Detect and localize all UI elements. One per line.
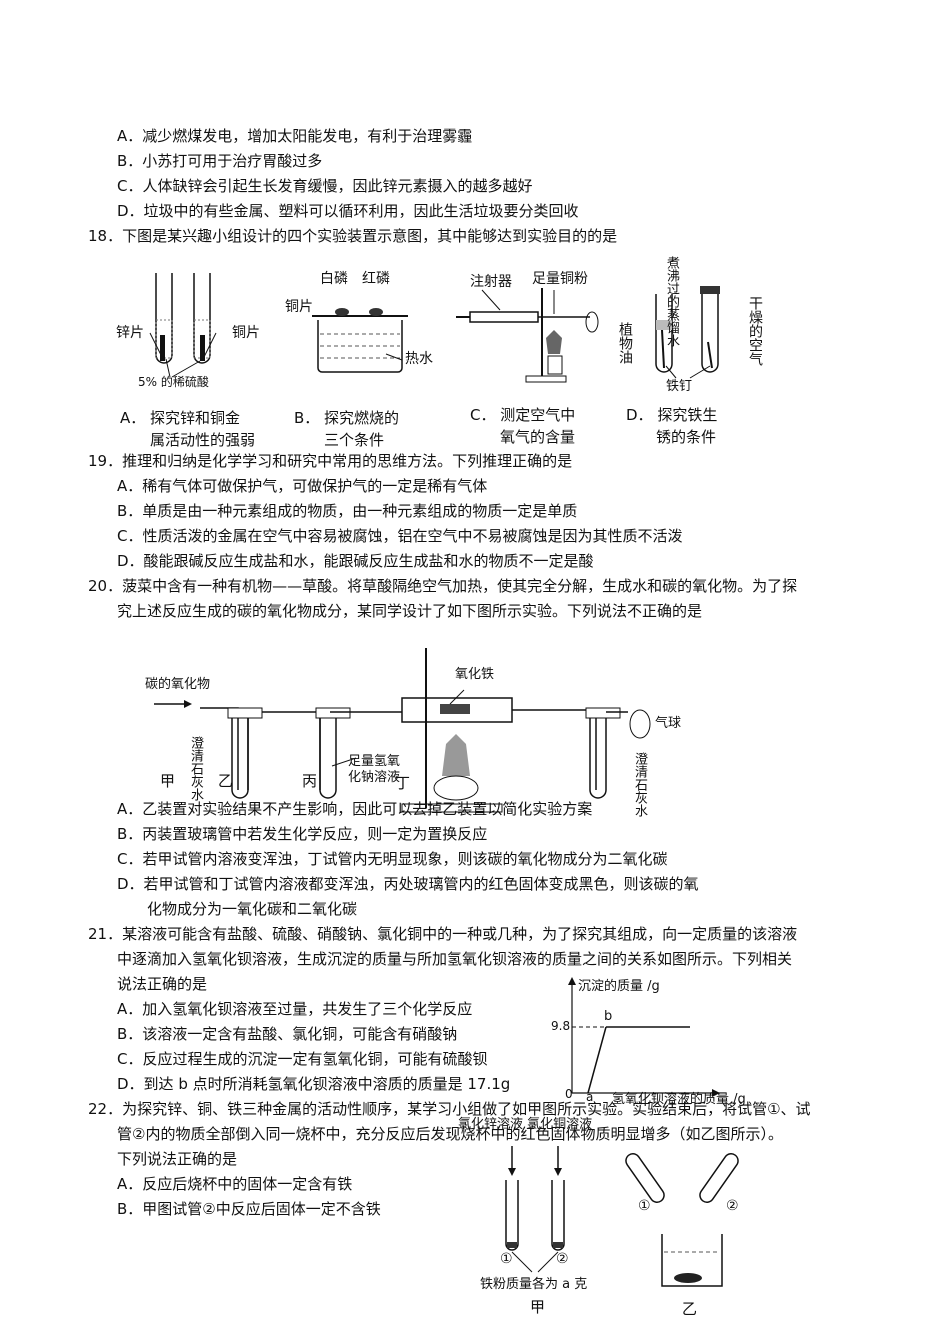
- q17-option-b: B．小苏打可用于治疗胃酸过多: [117, 152, 323, 170]
- q20-stem-line2: 究上述反应生成的碳的氧化物成分，某同学设计了如下图所示实验。下列说法不正确的是: [117, 602, 703, 620]
- graph-x-label: 氢氧化钡溶液的质量 /g: [612, 1092, 746, 1107]
- label-jia: 甲: [160, 772, 176, 790]
- graph-y-label: 沉淀的质量 /g: [578, 979, 660, 994]
- caption-c-line2: 氧气的含量: [500, 428, 576, 446]
- q22-option-b: B．甲图试管②中反应后固体一定不含铁: [117, 1200, 381, 1218]
- caption-b-line1: B． 探究燃烧的: [294, 409, 400, 427]
- q20-option-c: C．若甲试管内溶液变浑浊，丁试管内无明显现象，则该碳的氧化物成分为二氧化碳: [117, 850, 668, 868]
- q22-option-a: A．反应后烧杯中的固体一定含有铁: [117, 1175, 353, 1193]
- q19-option-a: A．稀有气体可做保护气，可做保护气的一定是稀有气体: [117, 477, 488, 495]
- q20-option-d: D．若甲试管和丁试管内溶液都变浑浊，丙处玻璃管内的红色固体变成黑色，则该碳的氧: [117, 875, 699, 893]
- q21-option-b: B．该溶液一定含有盐酸、氯化铜，可能含有硝酸钠: [117, 1025, 458, 1043]
- label-naoh-line2: 化钠溶液: [348, 770, 401, 785]
- q19-option-b: B．单质是由一种元素组成的物质，由一种元素组成的物质一定是单质: [117, 502, 578, 520]
- graph-point-a: a: [586, 1090, 594, 1104]
- label-ding: 丁: [395, 774, 411, 792]
- figure-metal-activity: [505, 1146, 739, 1287]
- q19-option-c: C．性质活泼的金属在空气中容易被腐蚀，铝在空气中不易被腐蚀是因为其性质不活泼: [117, 527, 683, 545]
- q21-stem-line1: 21．某溶液可能含有盐酸、硫酸、硝酸钠、氯化铜中的一种或几种，为了探究其组成，向…: [88, 925, 798, 943]
- q21-option-c: C．反应过程生成的沉淀一定有氢氧化铜，可能有硫酸钡: [117, 1050, 488, 1068]
- caption-b-line2: 三个条件: [324, 431, 385, 449]
- label-iron-powder: 铁粉质量各为 a 克: [480, 1277, 588, 1292]
- label-boiled-water: 煮沸过的蒸馏水: [664, 256, 679, 347]
- q21-stem-line3: 说法正确的是: [117, 975, 208, 993]
- figure-co-apparatus: [154, 648, 651, 813]
- q20-option-a: A．乙装置对实验结果不产生影响，因此可以去掉乙装置以简化实验方案: [117, 800, 593, 818]
- label-dry-air: 干燥的空气: [747, 296, 763, 366]
- q17-option-c: C．人体缺锌会引起生长发育缓慢，因此锌元素摄入的越多越好: [117, 177, 533, 195]
- graph-point-b: b: [604, 1009, 613, 1024]
- label-tube-1: ①: [500, 1251, 513, 1267]
- label-carbon-oxide: 碳的氧化物: [145, 677, 211, 692]
- q19-stem: 19．推理和归纳是化学学习和研究中常用的思维方法。下列推理正确的是: [88, 452, 573, 470]
- label-copper-plate: 铜片: [232, 325, 260, 341]
- precipitate-graph: [568, 977, 720, 1097]
- caption-a-line2: 属活动性的强弱: [150, 431, 256, 449]
- label-red-phosphorus: 红磷: [362, 271, 390, 287]
- q18-stem: 18．下图是某兴趣小组设计的四个实验装置示意图，其中能够达到实验目的的是: [88, 227, 618, 245]
- label-naoh-line1: 足量氢氧: [348, 754, 401, 769]
- label-hot-water: 热水: [405, 351, 433, 367]
- label-solutions: 氯化锌溶液 氯化铜溶液: [458, 1117, 593, 1132]
- q17-option-a: A．减少燃煤发电，增加太阳能发电，有利于治理雾霾: [117, 127, 473, 145]
- label-white-phosphorus: 白磷: [320, 271, 348, 287]
- label-limewater-jia: 澄清石灰水: [188, 736, 203, 801]
- q21-option-a: A．加入氢氧化钡溶液至过量，共发生了三个化学反应: [117, 1000, 473, 1018]
- caption-d-line1: D． 探究铁生: [626, 406, 718, 424]
- graph-origin: 0: [565, 1087, 573, 1101]
- label-fig-jia: 甲: [530, 1298, 546, 1316]
- q20-option-d-cont: 化物成分为一氧化碳和二氧化碳: [147, 900, 358, 918]
- label-plant-oil: 植物油: [617, 322, 633, 364]
- label-zinc-plate: 锌片: [116, 325, 144, 341]
- label-iron-oxide: 氧化铁: [455, 667, 495, 682]
- label-fig-yi: 乙: [682, 1300, 698, 1318]
- graph-y-value: 9.8: [551, 1019, 571, 1033]
- label-iron-nail: 铁钉: [666, 379, 693, 394]
- q21-option-d: D．到达 b 点时所消耗氢氧化钡溶液中溶质的质量是 17.1g: [117, 1075, 511, 1093]
- q20-stem-line1: 20．菠菜中含有一种有机物——草酸。将草酸隔绝空气加热，使其完全分解，生成水和碳…: [88, 577, 798, 595]
- q21-stem-line2: 中逐滴加入氢氧化钡溶液，生成沉淀的质量与所加氢氧化钡溶液的质量之间的关系如图所示…: [117, 950, 793, 968]
- figure-combustion: [312, 308, 408, 373]
- q19-option-d: D．酸能跟碱反应生成盐和水，能跟碱反应生成盐和水的物质不一定是酸: [117, 552, 594, 570]
- caption-a-line1: A． 探究锌和铜金: [120, 409, 241, 427]
- q22-stem-line3: 下列说法正确的是: [117, 1150, 238, 1168]
- q22-stem-line2: 管②内的物质全部倒入同一烧杯中，充分反应后发现烧杯中的红色固体物质明显增多（如乙…: [117, 1125, 783, 1143]
- label-beaker-tube-1: ①: [638, 1198, 651, 1214]
- label-balloon: 气球: [655, 716, 682, 731]
- label-limewater-ding: 澄清石灰水: [632, 752, 647, 817]
- label-copper-powder: 足量铜粉: [532, 271, 588, 287]
- label-bing: 丙: [302, 772, 318, 790]
- figure-iron-rust: [655, 286, 720, 379]
- caption-d-line2: 锈的条件: [656, 428, 717, 446]
- q17-option-d: D．垃圾中的有些金属、塑料可以循环利用，因此生活垃圾要分类回收: [117, 202, 579, 220]
- label-dilute-acid: 5% 的稀硫酸: [138, 375, 209, 389]
- label-beaker-tube-2: ②: [726, 1198, 739, 1214]
- caption-c-line1: C． 测定空气中: [470, 406, 576, 424]
- figure-zn-cu-acid: [149, 273, 217, 378]
- label-copper-sheet: 铜片: [285, 299, 313, 315]
- q22-stem-line1: 22．为探究锌、铜、铁三种金属的活动性顺序，某学习小组做了如甲图所示实验。实验结…: [88, 1100, 811, 1118]
- label-tube-2: ②: [556, 1251, 569, 1267]
- figure-air-oxygen: [456, 288, 599, 383]
- label-yi: 乙: [218, 772, 234, 790]
- q20-option-b: B．丙装置玻璃管中若发生化学反应，则一定为置换反应: [117, 825, 488, 843]
- label-syringe: 注射器: [470, 274, 512, 290]
